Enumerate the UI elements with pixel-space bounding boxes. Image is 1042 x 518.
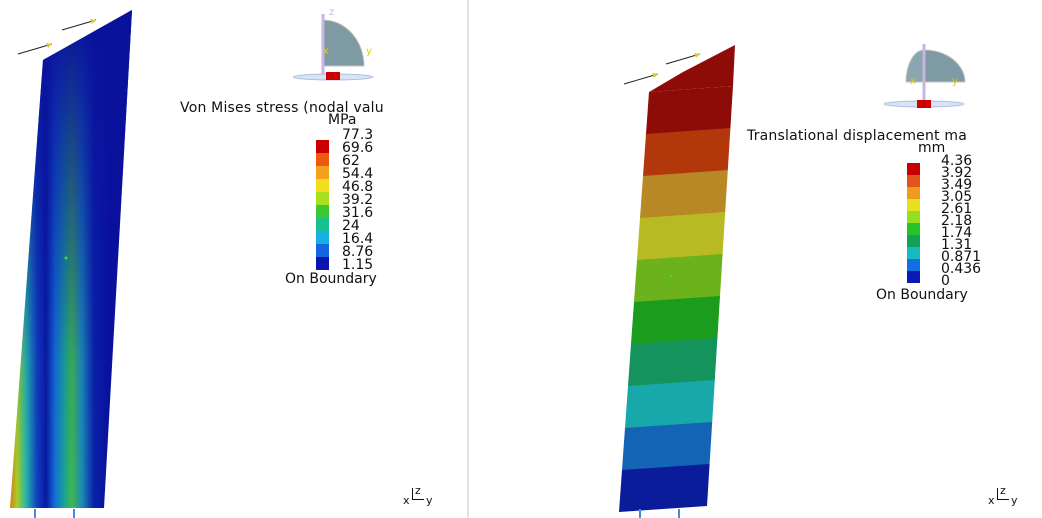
stress-swatch-5 [316,192,329,205]
stress-swatch-10 [316,257,329,270]
compass-y-label: y [952,76,958,87]
displacement-legend-value: 0 [941,273,950,289]
displacement-band [645,86,733,135]
triad-x-label: x [988,494,995,507]
displacement-legend-value: 1.74 [941,225,973,241]
displacement-band [636,212,726,261]
stress-legend-unit: MPa [328,112,357,128]
displacement-swatch-5 [907,211,920,223]
stress-legend-value: 69.6 [342,140,374,156]
displacement-swatch-6 [907,223,920,235]
stress-swatch-3 [316,166,329,179]
displacement-band [642,128,731,177]
stress-swatch-8 [316,231,329,244]
displacement-band [630,296,720,345]
stress-viewport[interactable]: x y z Von Mises stress (nodal valu MPa 7… [0,0,467,518]
displacement-contour-bands [619,45,735,512]
displacement-band [633,254,723,303]
triad-y-label: y [426,494,433,507]
displacement-legend-value: 4.36 [941,153,973,169]
displacement-model[interactable] [469,0,1042,518]
stress-legend-footer: On Boundary [285,271,377,287]
stress-swatch-1 [316,140,329,153]
displacement-band [624,380,715,429]
displacement-legend-value: 0.871 [941,249,982,265]
displacement-swatch-1 [907,163,920,175]
displacement-swatch-10 [907,271,920,283]
displacement-swatch-2 [907,175,920,187]
triad-x-label: x [403,494,410,507]
stress-legend-value: 46.8 [342,179,374,195]
displacement-band [621,422,713,471]
displacement-band [619,464,710,512]
viewport-divider[interactable] [467,0,469,518]
stress-legend-value: 77.3 [342,127,374,143]
fixed-support-marker [73,509,75,518]
displacement-legend-value: 3.92 [941,165,973,181]
compass-x-label: x [910,76,916,87]
probe-point-marker [669,274,673,278]
displacement-legend-unit: mm [918,140,946,156]
stress-legend-value: 54.4 [342,166,374,182]
fixed-support-marker [34,509,36,518]
triad-y-label: y [1011,494,1018,507]
stress-legend-value: 31.6 [342,205,374,221]
compass-x-label: x [323,46,329,57]
stress-model[interactable] [0,0,467,518]
stress-swatch-7 [316,218,329,231]
displacement-band [639,170,728,219]
displacement-legend-value: 3.49 [941,177,973,193]
displacement-swatch-3 [907,187,920,199]
displacement-legend-title: Translational displacement ma [747,128,968,144]
fixed-support-marker [678,509,680,518]
load-arrow-icon [17,19,97,55]
stress-swatch-2 [316,153,329,166]
compass-y-label: y [366,46,372,57]
displacement-legend-footer: On Boundary [876,287,968,303]
load-arrowhead-icon [46,19,96,48]
axis-triad-icon: z x y [402,485,434,507]
axis-triad-icon: z x y [987,485,1019,507]
stress-swatch-9 [316,244,329,257]
compass-z-label: z [329,7,334,18]
load-arrowhead-icon [652,53,700,78]
stress-legend-value: 24 [342,218,360,234]
displacement-band [627,338,718,387]
displacement-legend-value: 2.18 [941,213,973,229]
displacement-swatch-9 [907,259,920,271]
triad-z-label: z [1000,484,1006,497]
orientation-compass-icon[interactable]: x y [882,40,982,120]
stress-legend-value: 8.76 [342,244,374,260]
displacement-swatch-4 [907,199,920,211]
stress-legend-value: 39.2 [342,192,374,208]
stress-legend-value: 1.15 [342,257,374,273]
stress-beam-shading [10,10,132,508]
displacement-legend-value: 0.436 [941,261,982,277]
displacement-legend-value: 1.31 [941,237,973,253]
triad-z-label: z [415,484,421,497]
displacement-viewport[interactable]: x y Translational displacement ma mm 4.3… [469,0,1042,518]
displacement-legend-value: 2.61 [941,201,973,217]
displacement-legend-value: 3.05 [941,189,973,205]
stress-swatch-4 [316,179,329,192]
displacement-swatch-7 [907,235,920,247]
orientation-compass-icon[interactable]: x y z [293,6,393,86]
stress-swatch-6 [316,205,329,218]
stress-legend-value: 16.4 [342,231,374,247]
stress-legend-title: Von Mises stress (nodal valu [180,100,384,116]
load-arrow-icon [623,53,701,85]
displacement-swatch-8 [907,247,920,259]
displacement-tip [649,45,735,92]
fixed-support-marker [639,509,641,518]
probe-point-marker [64,256,68,260]
stress-legend-value: 62 [342,153,360,169]
